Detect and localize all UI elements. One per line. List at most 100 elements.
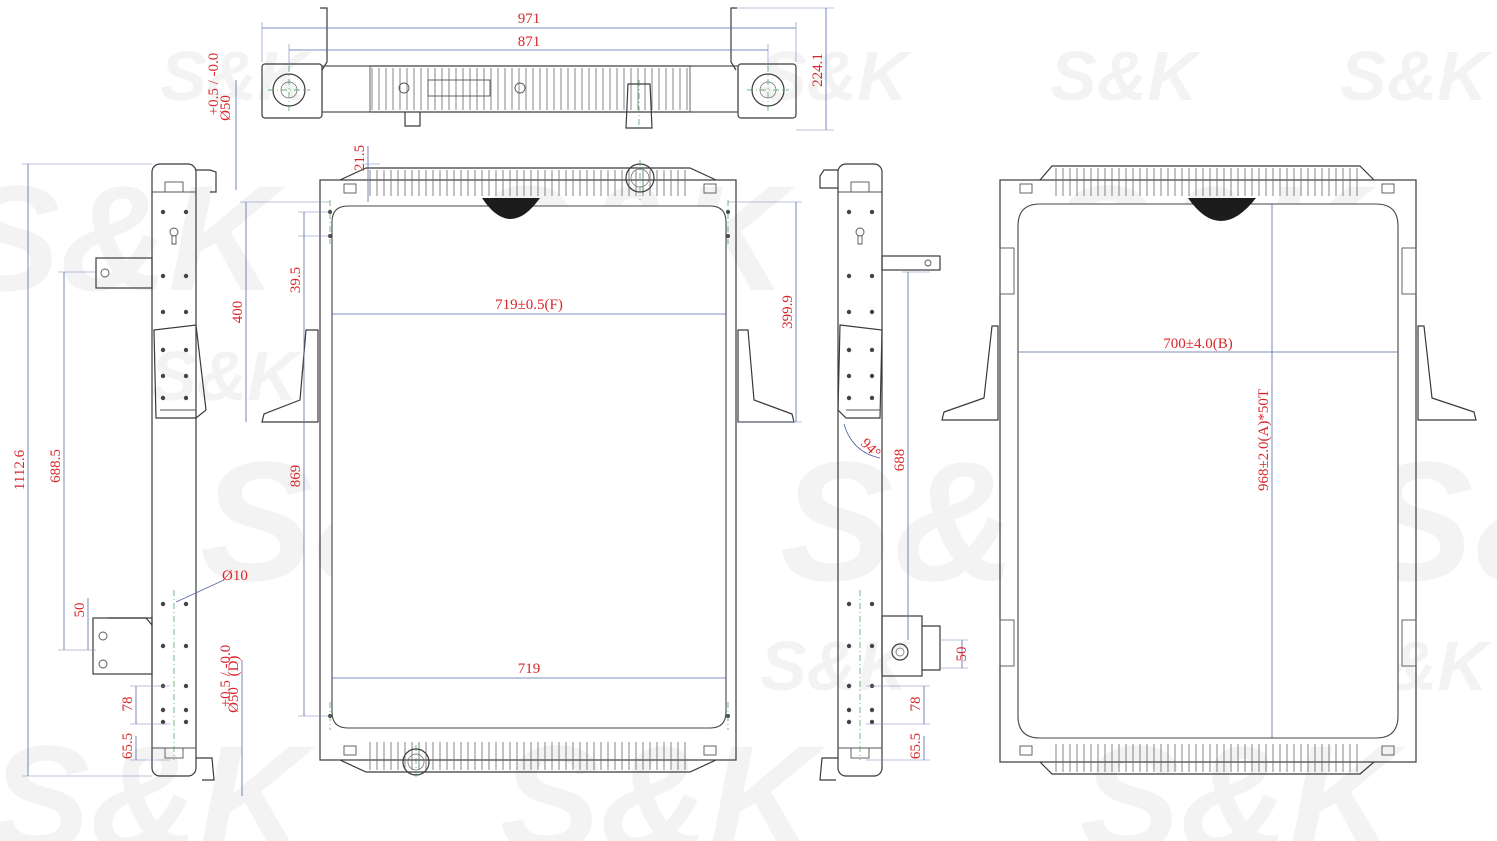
- dim-front-left-400: 400: [230, 301, 246, 324]
- rear-core: [1017, 203, 1399, 739]
- top-view: 971 871 224.1 Ø50 +0.5 / -0.0: [206, 7, 834, 190]
- rear-view: 700±4.0(B) 968±2.0(A)*50T: [941, 165, 1477, 775]
- top-tank-ribs: [371, 68, 688, 110]
- rear-left-foot: [941, 325, 999, 421]
- mount-hole: [869, 309, 875, 315]
- mount-hole: [869, 373, 875, 379]
- mount-hole: [869, 707, 875, 713]
- mount-hole: [869, 347, 875, 353]
- dim-outlet-tol-top: +0.5 / -0.0: [206, 53, 222, 116]
- watermark-text: S&K: [1340, 37, 1492, 115]
- front-left-foot: [261, 329, 319, 423]
- dim-overall-width: 971: [518, 11, 541, 27]
- watermark-layer: S&K S&K S&K S&K S&K S&K S&K S&K S&K S&K …: [0, 37, 1497, 841]
- front-frame: [319, 179, 737, 761]
- dim-side-offset-78: 78: [120, 697, 136, 712]
- dim-front-right-399: 399.9: [780, 295, 796, 329]
- rear-right-foot: [1417, 325, 1477, 421]
- rear-fan-dome: [1188, 198, 1256, 221]
- dim-bracket-span: 871: [518, 34, 541, 50]
- mount-hole: [869, 601, 875, 607]
- mount-hole: [160, 395, 166, 401]
- dim-front-left-869: 869: [288, 465, 304, 488]
- mount-hole: [183, 643, 189, 649]
- dim-front-left-39: 39.5: [288, 267, 304, 293]
- mount-hole: [160, 209, 166, 215]
- watermark-text: S&K: [760, 627, 912, 705]
- mount-hole: [183, 395, 189, 401]
- dim-side2-spacing: 50: [954, 647, 970, 662]
- mount-hole: [869, 273, 875, 279]
- dim-side2-height: 688: [892, 449, 908, 472]
- mount-hole: [160, 707, 166, 713]
- front-core: [331, 205, 727, 729]
- mount-hole: [183, 373, 189, 379]
- mount-hole: [846, 719, 852, 725]
- front-top-tank: [339, 167, 717, 181]
- side-upper-tab: [95, 257, 153, 289]
- mount-hole: [846, 273, 852, 279]
- mount-hole: [183, 309, 189, 315]
- front-fan-dome: [482, 198, 540, 219]
- mount-hole: [183, 683, 189, 689]
- dim-outlet-diameter-d: Ø50: [226, 687, 242, 713]
- mount-hole: [183, 273, 189, 279]
- mount-hole: [846, 347, 852, 353]
- watermark-text: S&K: [500, 714, 826, 841]
- watermark-text: S&K: [0, 154, 286, 322]
- dim-rear-core-width: 700±4.0(B): [1163, 336, 1232, 352]
- front-view: 21.5 400 39.5 869 719±0.5(F) 719 399.9: [230, 145, 802, 780]
- watermark-text: S&K: [0, 714, 316, 841]
- dim-outlet-suffix-d: (D): [226, 656, 242, 677]
- dim-overall-depth: 224.1: [810, 53, 826, 87]
- watermark-text: S&K: [760, 37, 912, 115]
- mount-hole: [869, 643, 875, 649]
- front-right-foot: [737, 329, 795, 423]
- mount-hole: [160, 347, 166, 353]
- dim-side-mount-height: 688.5: [48, 449, 64, 483]
- mount-hole: [160, 719, 166, 725]
- mount-hole: [846, 683, 852, 689]
- mount-hole: [846, 643, 852, 649]
- side-mount-holes: [160, 209, 189, 725]
- mount-hole: [160, 273, 166, 279]
- watermark-text: S&K: [150, 337, 302, 415]
- rear-bottom-tank: [1039, 761, 1375, 775]
- mount-hole: [846, 373, 852, 379]
- top-inlet-neck: [625, 83, 653, 129]
- top-tank-body: [321, 65, 739, 113]
- mount-hole: [160, 373, 166, 379]
- mount-hole: [846, 395, 852, 401]
- mount-hole: [160, 309, 166, 315]
- mount-hole: [869, 395, 875, 401]
- mount-hole: [846, 601, 852, 607]
- mount-hole: [183, 601, 189, 607]
- dim-hole-diameter: Ø10: [222, 568, 248, 584]
- mount-hole: [846, 309, 852, 315]
- dim-outlet-tol-d: +0.5 / -0.0: [218, 645, 234, 708]
- left-side-view: 1112.6 688.5 50 Ø10 78 65.5 Ø50 +0.5 / -…: [12, 163, 248, 796]
- dim-front-core-width: 719±0.5(F): [495, 297, 563, 313]
- side2-upper-bracket: [837, 324, 883, 419]
- mount-hole: [183, 209, 189, 215]
- mount-hole: [846, 707, 852, 713]
- side-lower-tab: [92, 617, 153, 675]
- mount-hole: [869, 209, 875, 215]
- dim-side2-offset-65: 65.5: [908, 733, 924, 759]
- dim-side-total-height: 1112.6: [12, 449, 28, 490]
- side2-upper-tab: [881, 255, 941, 271]
- dim-side-offset-65: 65.5: [120, 733, 136, 759]
- dim-front-core-width-bottom: 719: [518, 661, 541, 677]
- dim-outlet-diameter-top: Ø50: [218, 95, 234, 121]
- dim-side-low-spacing: 50: [72, 603, 88, 618]
- side-frame-bar: [151, 163, 197, 777]
- dim-rear-core-height: 968±2.0(A)*50T: [1256, 389, 1272, 491]
- rear-frame: [999, 179, 1417, 763]
- side-upper-bracket: [153, 324, 207, 419]
- side2-lower-block: [881, 615, 923, 677]
- mount-hole: [160, 601, 166, 607]
- top-drain-stub: [404, 112, 421, 127]
- watermark-text: S&K: [1050, 37, 1202, 115]
- mount-hole: [160, 643, 166, 649]
